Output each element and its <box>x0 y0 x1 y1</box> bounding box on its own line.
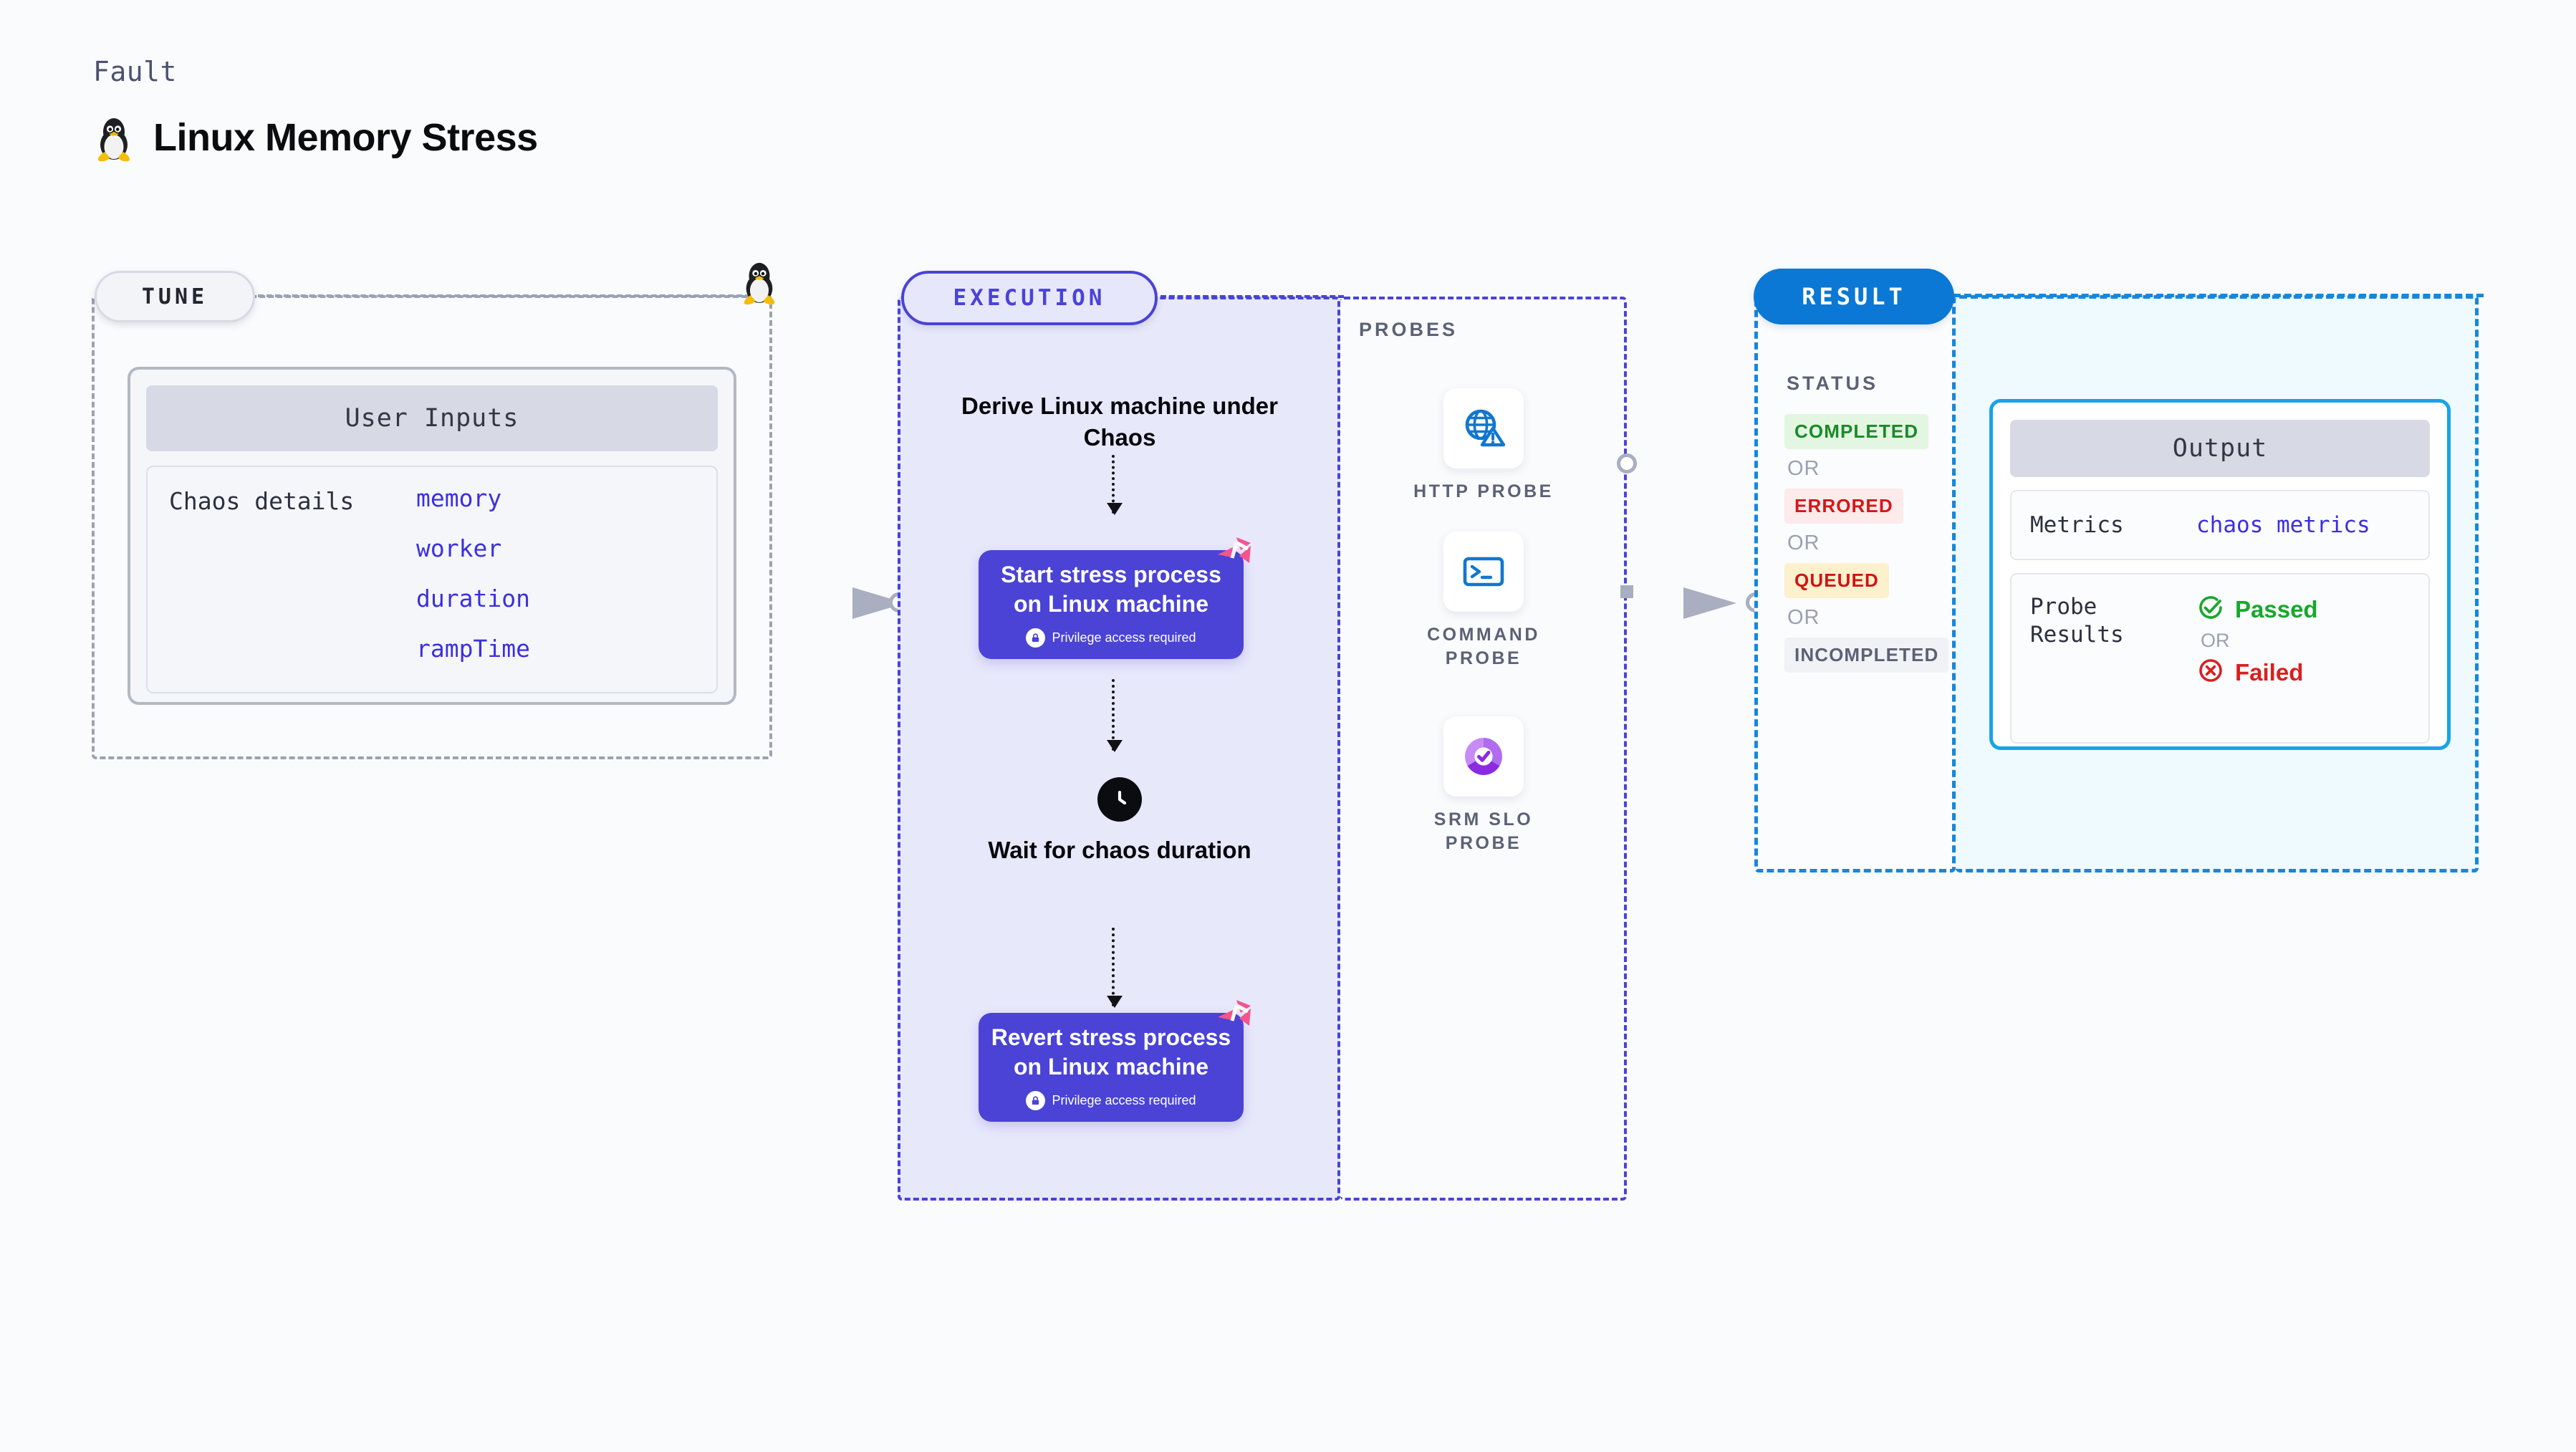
privilege-note: Privilege access required <box>1026 628 1196 648</box>
tune-linux-penguin-icon <box>739 258 779 305</box>
status-badge-incompleted: INCOMPLETED <box>1784 638 1949 673</box>
chaos-param-duration[interactable]: duration <box>416 585 530 612</box>
status-or-2: OR <box>1787 532 1820 554</box>
terminal-icon <box>1443 532 1524 612</box>
probe-results-key: Probe Results <box>2030 594 2124 648</box>
chaos-details-values: memory worker duration rampTime <box>416 484 530 675</box>
probes-edge-tick <box>1620 585 1633 598</box>
metrics-value-link[interactable]: chaos metrics <box>2196 512 2370 538</box>
node-title: Revert stress process on Linux machine <box>991 1024 1231 1080</box>
output-header: Output <box>2010 420 2430 477</box>
lock-icon <box>1026 1091 1046 1111</box>
privilege-text: Privilege access required <box>1052 630 1196 645</box>
harness-logo-icon <box>1218 1000 1251 1026</box>
tune-chip[interactable]: TUNE <box>95 271 255 322</box>
status-badge-queued: QUEUED <box>1784 563 1889 598</box>
dotted-arrow-3 <box>1107 928 1123 1008</box>
slo-donut-check-icon <box>1443 716 1524 797</box>
verdict-failed: Failed <box>2196 656 2318 688</box>
chaos-param-memory[interactable]: memory <box>416 484 502 512</box>
node-title: Start stress process on Linux machine <box>1001 561 1221 617</box>
output-probe-results-row: Probe Results Passed OR <box>2010 573 2430 744</box>
check-circle-icon <box>2196 593 2225 625</box>
globe-warning-icon <box>1443 388 1524 468</box>
probe-item-srm-slo[interactable]: SRM SLO PROBE <box>1410 716 1557 855</box>
flow-arrow-tune-to-execution <box>768 587 905 619</box>
probe-label: HTTP PROBE <box>1413 481 1554 501</box>
lock-icon <box>1026 628 1046 648</box>
privilege-text: Privilege access required <box>1052 1093 1196 1108</box>
verdict-or: OR <box>2201 630 2230 651</box>
execution-node-start-stress[interactable]: Start stress process on Linux machine Pr… <box>979 537 1251 659</box>
chaos-details-row: Chaos details memory worker duration ram… <box>146 466 718 693</box>
privilege-note: Privilege access required <box>1026 1091 1196 1111</box>
chaos-param-worker[interactable]: worker <box>416 534 502 562</box>
probes-section-label: PROBES <box>1359 319 1458 340</box>
probe-label: COMMAND PROBE <box>1427 625 1540 668</box>
status-badge-errored: ERRORED <box>1784 489 1903 524</box>
verdict-label: Passed <box>2235 595 2318 622</box>
clock-icon <box>1097 777 1142 822</box>
page-title: Linux Memory Stress <box>153 116 538 159</box>
execution-dashed-connector <box>1160 295 1344 298</box>
verdict-label: Failed <box>2235 658 2304 686</box>
fault-kicker-label: Fault <box>93 56 177 87</box>
status-section-label: STATUS <box>1787 372 1878 394</box>
probe-item-command[interactable]: COMMAND PROBE <box>1410 532 1557 670</box>
linux-penguin-icon <box>93 113 135 162</box>
status-or-1: OR <box>1787 457 1820 480</box>
metrics-key: Metrics <box>2030 511 2124 538</box>
verdict-passed: Passed <box>2196 593 2318 625</box>
harness-logo-icon <box>1218 537 1251 563</box>
probe-results-values: Passed OR Failed <box>2196 593 2318 723</box>
x-circle-icon <box>2196 656 2225 688</box>
status-list: COMPLETED OR ERRORED OR QUEUED OR INCOMP… <box>1784 414 1949 673</box>
probes-outlet-connector <box>1617 453 1637 473</box>
chaos-param-ramptime[interactable]: rampTime <box>416 635 530 663</box>
wait-label: Wait for chaos duration <box>988 837 1251 863</box>
tune-region <box>92 295 772 759</box>
chaos-details-key: Chaos details <box>169 487 355 515</box>
status-or-3: OR <box>1787 606 1820 629</box>
result-chip[interactable]: RESULT <box>1754 269 1954 324</box>
result-dashed-connector <box>1953 294 2484 297</box>
execution-node-revert-stress[interactable]: Revert stress process on Linux machine P… <box>979 1000 1251 1122</box>
execution-chip[interactable]: EXECUTION <box>901 271 1158 325</box>
output-card: Output Metrics chaos metrics Probe Resul… <box>1989 399 2451 750</box>
user-inputs-header: User Inputs <box>146 385 718 451</box>
execution-step-wait: Wait for chaos duration <box>953 777 1287 866</box>
fault-title-row: Linux Memory Stress <box>93 113 538 162</box>
probe-item-http[interactable]: HTTP PROBE <box>1410 388 1557 504</box>
dotted-arrow-2 <box>1107 679 1123 752</box>
user-inputs-card: User Inputs Chaos details memory worker … <box>128 367 736 705</box>
flow-arrow-execution-to-result <box>1599 587 1736 619</box>
probe-label: SRM SLO PROBE <box>1433 809 1534 853</box>
dotted-arrow-1 <box>1107 455 1123 515</box>
execution-step-derive: Derive Linux machine under Chaos <box>961 393 1278 451</box>
output-metrics-row: Metrics chaos metrics <box>2010 490 2430 560</box>
status-badge-completed: COMPLETED <box>1784 414 1929 449</box>
